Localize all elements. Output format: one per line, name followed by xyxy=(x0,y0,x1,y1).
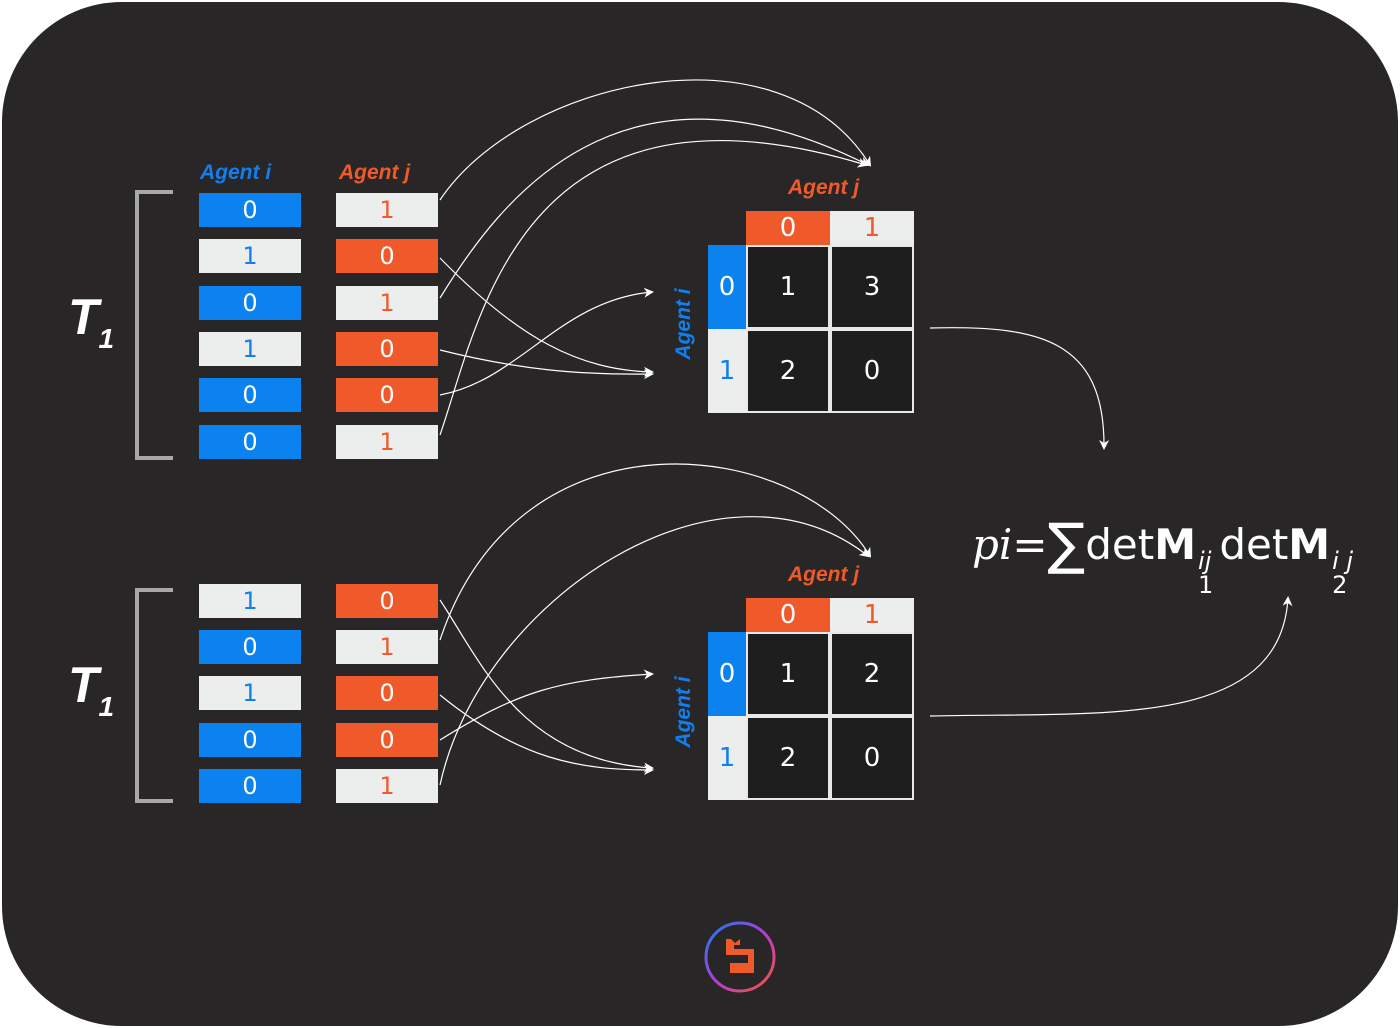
formula-det-2: det xyxy=(1219,520,1289,569)
formula-sum-symbol: ∑ xyxy=(1047,512,1086,577)
agent-j-cell: 0 xyxy=(336,239,438,273)
agent-j-cell: 1 xyxy=(336,193,438,227)
agent-j-cell: 0 xyxy=(336,332,438,366)
matrix-col-1-bottom: 1 xyxy=(830,598,914,632)
agent-j-cell: 1 xyxy=(336,630,438,664)
arrow-bottom-5 xyxy=(439,516,870,786)
matrix-col-header-bottom: Agent j xyxy=(788,563,860,586)
t1-label-top: T1 xyxy=(68,289,115,354)
matrix-cell-top: 1 xyxy=(746,245,830,329)
agent-j-cell: 1 xyxy=(336,769,438,803)
matrix-cell-bottom: 2 xyxy=(830,632,914,716)
agent-i-cell: 1 xyxy=(199,332,301,366)
arrow-bottom-3 xyxy=(439,694,654,775)
formula-m-1: M xyxy=(1154,520,1197,569)
agent-i-cell: 1 xyxy=(199,239,301,273)
arrow-top-5 xyxy=(439,287,654,396)
arrow-top-3 xyxy=(439,118,870,299)
matrix-cell-top: 3 xyxy=(830,245,914,329)
formula-sup-2: i j xyxy=(1332,547,1354,575)
matrix-row-1-bottom: 1 xyxy=(708,716,746,800)
arrow-top-2 xyxy=(439,257,654,377)
agent-i-cell: 1 xyxy=(199,676,301,710)
agent-i-header: Agent i xyxy=(200,161,272,184)
formula-sub-2: 2 xyxy=(1332,571,1348,599)
bracket-top xyxy=(135,190,173,460)
t1-label-bottom: T1 xyxy=(68,657,115,722)
matrix-cell-bottom: 0 xyxy=(830,716,914,800)
agent-j-cell: 1 xyxy=(336,286,438,320)
agent-i-cell: 0 xyxy=(199,769,301,803)
agent-i-cell: 1 xyxy=(199,584,301,618)
arrow-bottom-4 xyxy=(439,669,654,741)
agent-i-cell: 0 xyxy=(199,723,301,757)
matrix-cell-top: 2 xyxy=(746,329,830,413)
agent-j-cell: 0 xyxy=(336,676,438,710)
formula-sup-1: ij xyxy=(1198,547,1212,575)
formula-m-2: M xyxy=(1288,520,1331,569)
matrix-cell-top: 0 xyxy=(830,329,914,413)
formula-lhs: pi xyxy=(972,520,1013,569)
arrow-top-6 xyxy=(439,140,868,436)
agent-j-cell: 0 xyxy=(336,723,438,757)
agent-i-cell: 0 xyxy=(199,193,301,227)
arrow-top-out xyxy=(929,327,1110,450)
logo-icon xyxy=(704,921,776,993)
matrix-col-1-top: 1 xyxy=(830,211,914,245)
agent-i-cell: 0 xyxy=(199,630,301,664)
arrow-bottom-1 xyxy=(439,599,654,773)
agent-j-header: Agent j xyxy=(339,161,411,184)
matrix-col-header-top: Agent j xyxy=(788,176,860,199)
matrix-row-0-top: 0 xyxy=(708,245,746,329)
matrix-row-0-bottom: 0 xyxy=(708,632,746,716)
formula-sub-1: 1 xyxy=(1198,571,1214,599)
matrix-col-0-top: 0 xyxy=(746,211,830,245)
arrow-top-1 xyxy=(439,79,872,201)
agent-j-cell: 0 xyxy=(336,378,438,412)
formula-equals: = xyxy=(1012,520,1048,569)
agent-i-cell: 0 xyxy=(199,425,301,459)
formula-det-1: det xyxy=(1085,520,1155,569)
agent-j-cell: 1 xyxy=(336,425,438,459)
arrow-top-4 xyxy=(439,349,654,380)
matrix-cell-bottom: 2 xyxy=(746,716,830,800)
matrix-col-0-bottom: 0 xyxy=(746,598,830,632)
matrix-row-1-top: 1 xyxy=(708,329,746,413)
arrow-bottom-out xyxy=(929,596,1293,717)
agent-i-cell: 0 xyxy=(199,286,301,320)
matrix-cell-bottom: 1 xyxy=(746,632,830,716)
bracket-bottom xyxy=(135,588,173,803)
agent-j-cell: 0 xyxy=(336,584,438,618)
arrow-bottom-2 xyxy=(439,463,872,641)
agent-i-cell: 0 xyxy=(199,378,301,412)
